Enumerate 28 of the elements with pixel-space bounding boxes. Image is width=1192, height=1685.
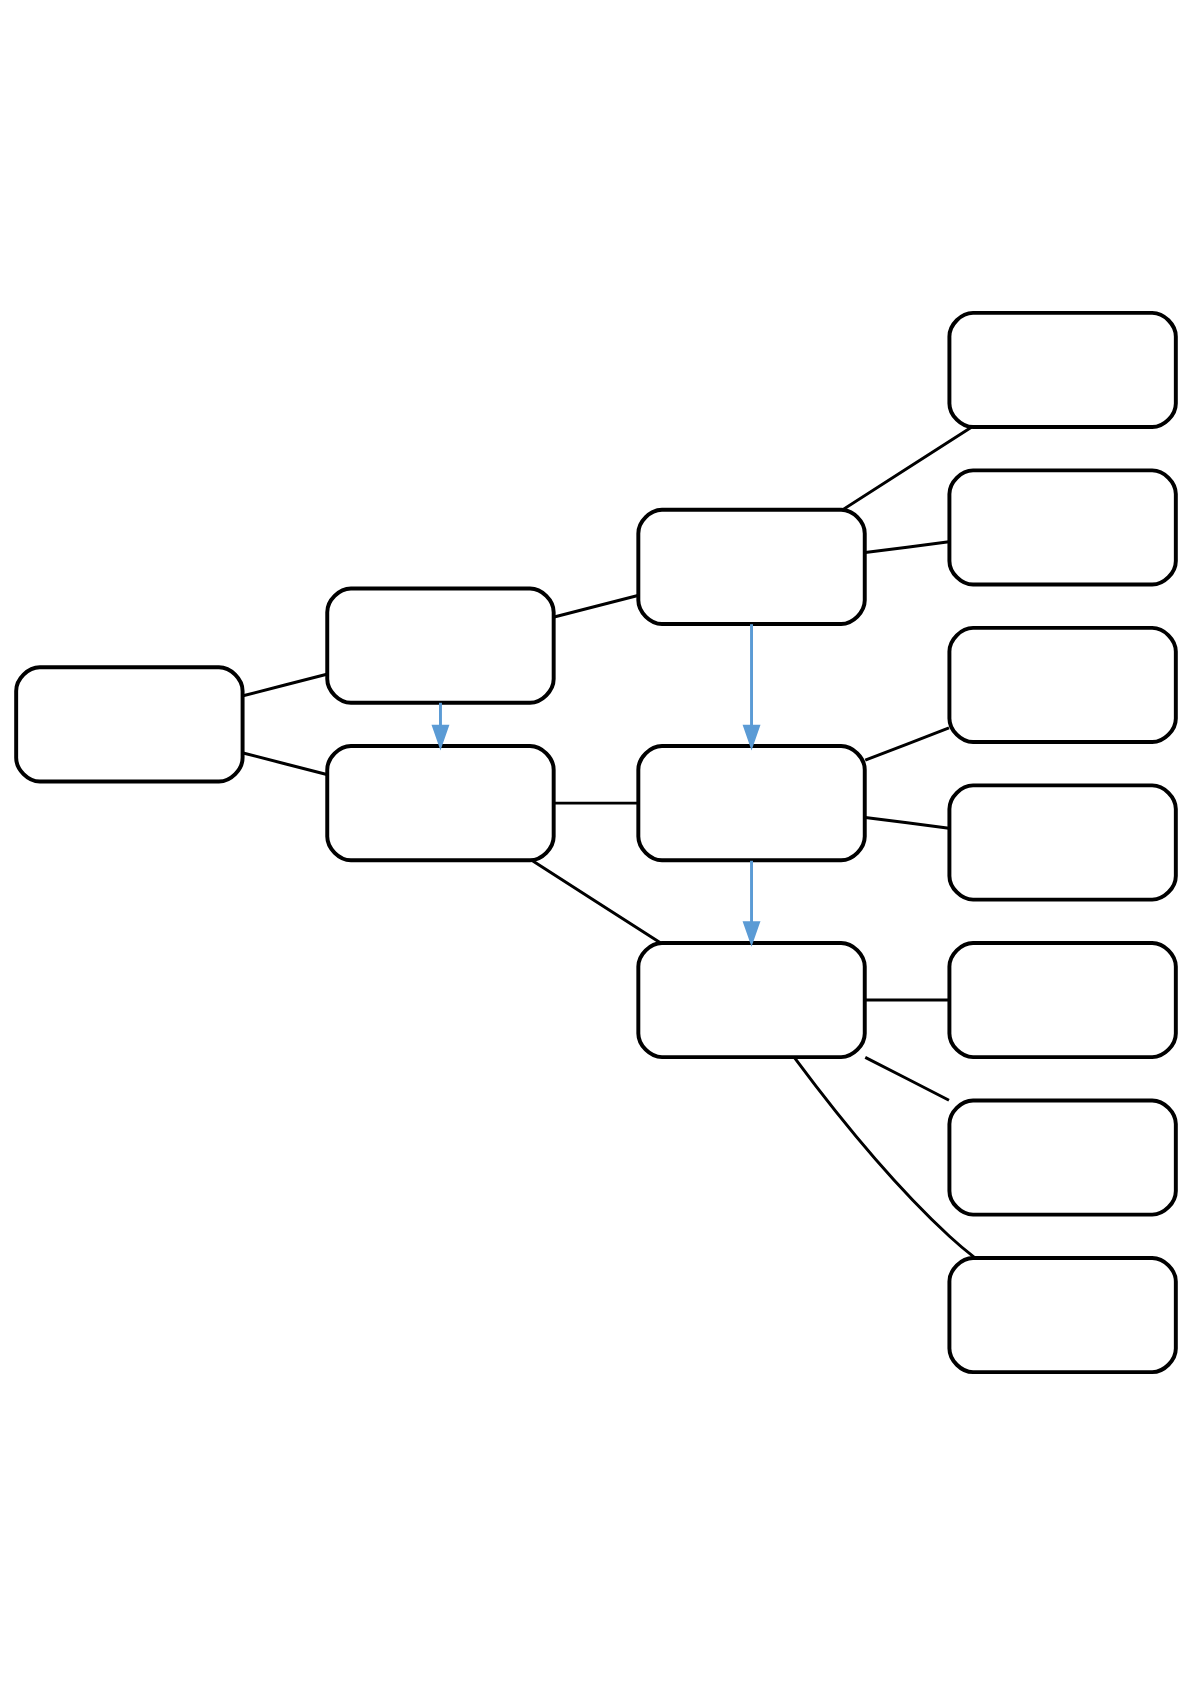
node-box	[636, 507, 867, 626]
connector	[793, 1057, 976, 1260]
node-box	[325, 586, 556, 705]
node-box	[636, 940, 867, 1060]
arrow	[742, 624, 761, 751]
connector	[865, 998, 949, 1002]
connector	[242, 751, 328, 776]
arrow	[431, 702, 450, 751]
connector	[864, 726, 950, 762]
node-box	[947, 468, 1178, 587]
connector	[242, 672, 328, 698]
node-box	[947, 625, 1178, 745]
connector	[531, 859, 662, 945]
node-box	[325, 744, 556, 863]
connector	[865, 540, 950, 554]
node-box	[947, 1255, 1178, 1375]
node-box	[947, 940, 1178, 1060]
connector	[842, 425, 973, 511]
node-box	[947, 310, 1178, 430]
connector	[865, 816, 950, 830]
node-box	[947, 783, 1178, 902]
node-box	[636, 744, 867, 863]
arrow	[742, 860, 761, 947]
node-box	[14, 665, 245, 784]
connector	[553, 594, 639, 619]
connector	[554, 801, 638, 805]
node-box	[947, 1098, 1178, 1217]
connector	[864, 1056, 950, 1102]
